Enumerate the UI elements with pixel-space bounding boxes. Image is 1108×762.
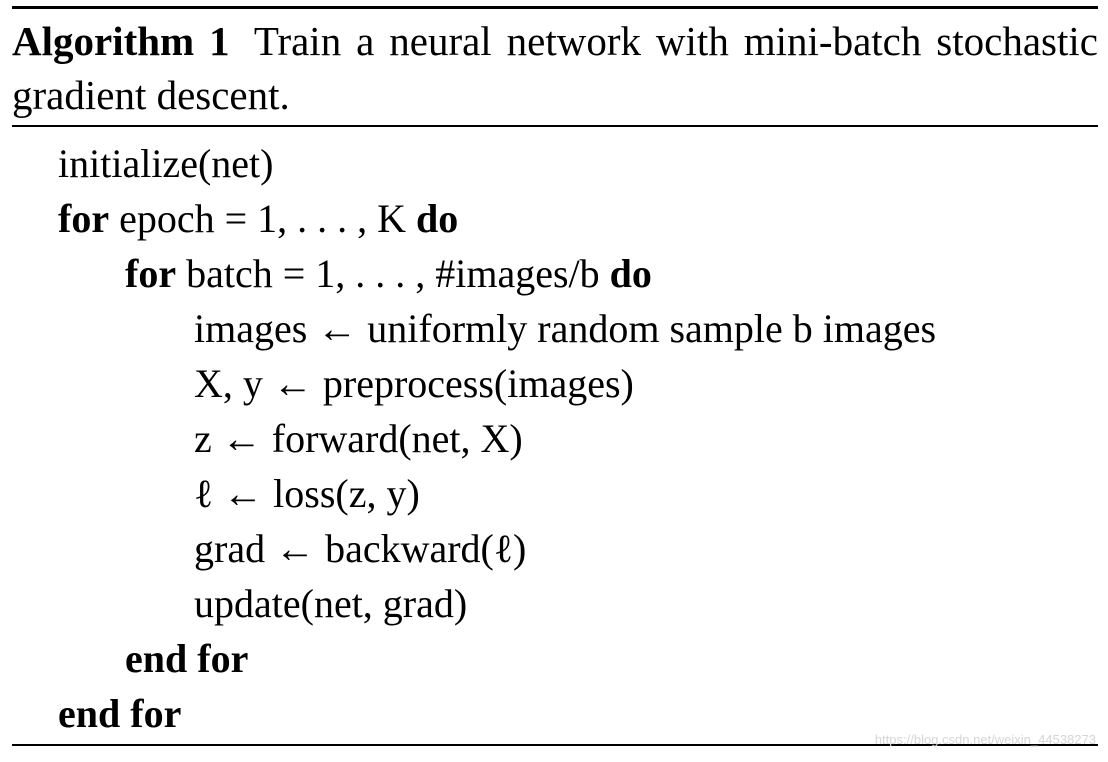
top-rule bbox=[12, 6, 1098, 9]
line-text: X, y ← preprocess(images) bbox=[194, 361, 634, 406]
line-text: batch = 1, . . . , #images/b bbox=[186, 251, 600, 296]
line-text: ℓ ← loss(z, y) bbox=[194, 471, 420, 516]
line-preprocess: X, y ← preprocess(images) bbox=[194, 360, 634, 408]
line-sample-images: images ← uniformly random sample b image… bbox=[194, 305, 936, 353]
caption-rule bbox=[12, 125, 1098, 127]
keyword-for: for bbox=[58, 196, 110, 241]
line-text: update(net, grad) bbox=[194, 581, 468, 626]
keyword-end-for: end for bbox=[125, 636, 249, 681]
line-text: grad ← backward(ℓ) bbox=[194, 526, 527, 571]
line-end-for-inner: end for bbox=[125, 635, 248, 683]
line-loss: ℓ ← loss(z, y) bbox=[194, 470, 420, 518]
keyword-for: for bbox=[125, 251, 177, 296]
line-for-epoch: for epoch = 1, . . . , K do bbox=[58, 195, 458, 243]
keyword-do: do bbox=[416, 196, 459, 241]
line-update: update(net, grad) bbox=[194, 580, 467, 628]
line-text: epoch = 1, . . . , K bbox=[119, 196, 407, 241]
line-initialize: initialize(net) bbox=[58, 140, 273, 188]
bottom-rule bbox=[12, 744, 1098, 746]
line-end-for-outer: end for bbox=[58, 690, 181, 738]
line-backward: grad ← backward(ℓ) bbox=[194, 525, 526, 573]
algorithm-title: Train a neural network with mini-batch s… bbox=[12, 18, 1098, 118]
line-text: z ← forward(net, X) bbox=[194, 416, 523, 461]
watermark-url: https://blog.csdn.net/weixin_44538273 bbox=[874, 732, 1096, 747]
algorithm-label: Algorithm 1 bbox=[12, 18, 230, 64]
line-text: images ← uniformly random sample b image… bbox=[194, 306, 937, 351]
line-text: initialize(net) bbox=[58, 141, 274, 186]
line-forward: z ← forward(net, X) bbox=[194, 415, 523, 463]
algorithm-caption: Algorithm 1 Train a neural network with … bbox=[12, 14, 1098, 122]
keyword-do: do bbox=[609, 251, 652, 296]
keyword-end-for: end for bbox=[58, 691, 182, 736]
line-for-batch: for batch = 1, . . . , #images/b do bbox=[125, 250, 652, 298]
